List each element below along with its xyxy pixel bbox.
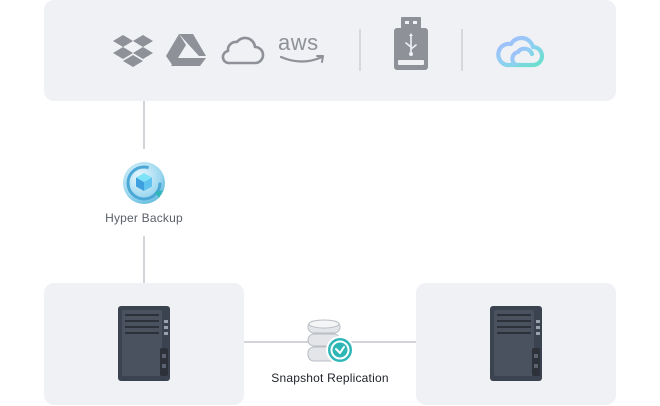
- google-drive-icon: [166, 34, 206, 66]
- nas-device-icon: [490, 306, 542, 381]
- snapshot-replication-icon: [307, 319, 354, 364]
- synology-c2-icon: [496, 35, 545, 68]
- hyper-backup-label: Hyper Backup: [105, 211, 183, 225]
- aws-wordmark: aws: [278, 30, 319, 55]
- hyper-backup-icon: [123, 162, 165, 204]
- connector-line-vertical-top: [143, 101, 145, 149]
- cloud-icon: [221, 36, 265, 65]
- aws-icon: aws: [278, 32, 328, 68]
- destinations-divider: [359, 29, 361, 71]
- dropbox-icon: [113, 35, 153, 67]
- usb-drive-icon: [394, 17, 428, 70]
- nas-device-icon: [118, 306, 170, 381]
- connector-line-vertical-bottom: [143, 236, 145, 283]
- destinations-divider: [461, 29, 463, 71]
- snapshot-replication-label: Snapshot Replication: [271, 371, 389, 385]
